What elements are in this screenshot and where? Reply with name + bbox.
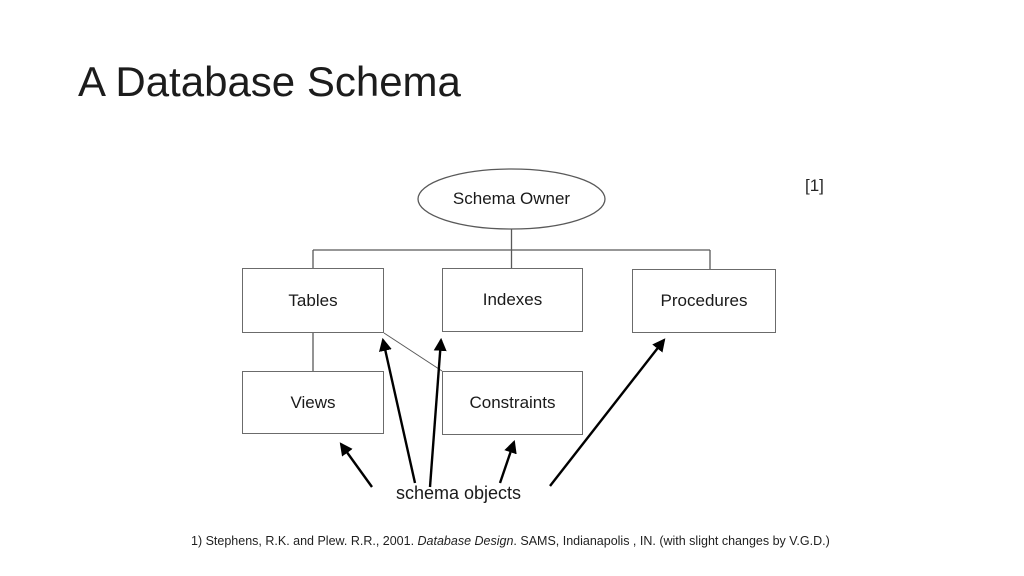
arrow-to-indexes	[428, 337, 447, 488]
footnote-prefix: 1) Stephens, R.K. and Plew. R.R., 2001.	[191, 534, 418, 548]
node-tables-label: Tables	[288, 290, 338, 310]
node-views: Views	[242, 371, 384, 434]
arrow-to-constraints	[498, 439, 517, 484]
footnote-book-title: Database Design	[417, 534, 514, 548]
arrow-to-procedures	[549, 338, 666, 487]
node-constraints-label: Constraints	[469, 393, 556, 412]
footnote-citation: 1) Stephens, R.K. and Plew. R.R., 2001. …	[191, 534, 830, 548]
footnote-suffix: . SAMS, Indianapolis , IN. (with slight …	[513, 534, 830, 548]
schema-owner-ellipse	[417, 168, 606, 230]
arrow-to-tables	[379, 337, 417, 484]
node-indexes: Indexes	[442, 268, 583, 332]
arrow-to-views	[339, 442, 373, 488]
node-views-label: Views	[290, 392, 336, 412]
node-procedures-label: Procedures	[660, 291, 748, 310]
connector-tables-constraints	[383, 332, 443, 372]
page-title: A Database Schema	[78, 58, 461, 105]
node-schema-owner-label: Schema Owner	[452, 189, 571, 208]
node-constraints: Constraints	[442, 371, 583, 435]
node-indexes-label: Indexes	[482, 290, 543, 309]
node-tables: Tables	[242, 268, 384, 333]
annotation-schema-objects: schema objects	[396, 483, 522, 503]
node-procedures: Procedures	[632, 269, 776, 333]
reference-marker: [1]	[805, 176, 824, 195]
